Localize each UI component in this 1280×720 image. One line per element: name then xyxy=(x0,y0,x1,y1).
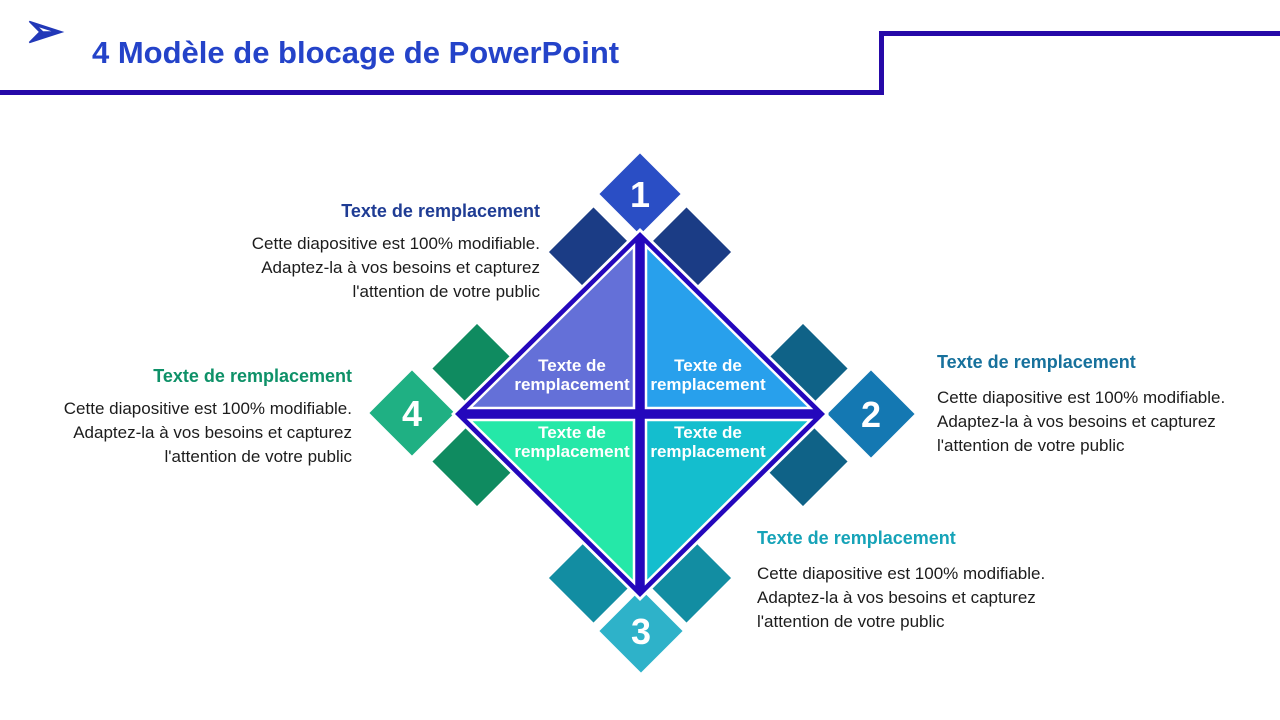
text-block-top-heading: Texte de remplacement xyxy=(341,201,540,221)
arrow-bullet-icon: ➢ xyxy=(24,5,65,58)
triangle-top-left xyxy=(466,243,636,410)
text-block-left-body-line2: Adaptez-la à vos besoins et capturez xyxy=(73,423,352,442)
text-block-right: Texte de remplacement Cette diapositive … xyxy=(937,351,1277,458)
number-1-label: 1 xyxy=(630,174,650,215)
header-underline xyxy=(0,90,884,95)
triangle-bottom-right-label-line1: Texte de xyxy=(674,423,742,442)
text-block-bottom-body-line1: Cette diapositive est 100% modifiable. xyxy=(757,564,1046,583)
page-title: 4 Modèle de blocage de PowerPoint xyxy=(92,34,620,70)
text-block-top-body-line3: l'attention de votre public xyxy=(352,282,540,301)
number-4-label: 4 xyxy=(402,393,422,434)
text-block-right-body-line2: Adaptez-la à vos besoins et capturez xyxy=(937,412,1216,431)
text-block-top: Texte de remplacement Cette diapositive … xyxy=(170,200,540,304)
triangle-bottom-left xyxy=(466,418,636,586)
text-block-top-body-line1: Cette diapositive est 100% modifiable. xyxy=(251,234,540,253)
triangle-bottom-left-label-line1: Texte de xyxy=(538,423,606,442)
text-block-top-body-line2: Adaptez-la à vos besoins et capturez xyxy=(261,258,540,277)
main-diamond xyxy=(455,232,825,597)
triangle-top-left-label-line1: Texte de xyxy=(538,356,606,375)
triangle-bottom-right xyxy=(644,418,814,586)
text-block-bottom-body-line3: l'attention de votre public xyxy=(757,612,945,631)
triangle-labels: Texte de remplacement Texte de remplacem… xyxy=(514,356,766,461)
text-block-right-body-line3: l'attention de votre public xyxy=(937,436,1125,455)
triangle-top-right-label-line1: Texte de xyxy=(674,356,742,375)
text-block-left-body-line1: Cette diapositive est 100% modifiable. xyxy=(63,399,352,418)
number-labels: 1 2 3 4 xyxy=(402,174,881,652)
text-block-right-heading: Texte de remplacement xyxy=(937,352,1136,372)
number-3-diamond xyxy=(596,586,686,676)
text-block-right-body-line1: Cette diapositive est 100% modifiable. xyxy=(937,388,1226,407)
triangle-bottom-left-label-line2: remplacement xyxy=(514,442,630,461)
header-step-line xyxy=(879,31,884,95)
text-block-bottom-body-line2: Adaptez-la à vos besoins et capturez xyxy=(757,588,1036,607)
triangle-top-right xyxy=(644,243,814,410)
triangle-bottom-right-label-line2: remplacement xyxy=(650,442,766,461)
header-top-line xyxy=(879,31,1280,36)
number-2-diamond xyxy=(824,367,918,461)
text-block-left-body-line3: l'attention de votre public xyxy=(164,447,352,466)
text-block-left-heading: Texte de remplacement xyxy=(153,366,352,386)
triangle-top-right-label-line2: remplacement xyxy=(650,375,766,394)
number-4-diamond xyxy=(366,367,458,459)
number-2-label: 2 xyxy=(861,394,881,435)
number-3-label: 3 xyxy=(631,611,651,652)
text-block-bottom: Texte de remplacement Cette diapositive … xyxy=(757,527,1097,634)
triangle-top-left-label-line2: remplacement xyxy=(514,375,630,394)
text-block-left: Texte de remplacement Cette diapositive … xyxy=(0,365,352,469)
text-block-bottom-heading: Texte de remplacement xyxy=(757,528,956,548)
